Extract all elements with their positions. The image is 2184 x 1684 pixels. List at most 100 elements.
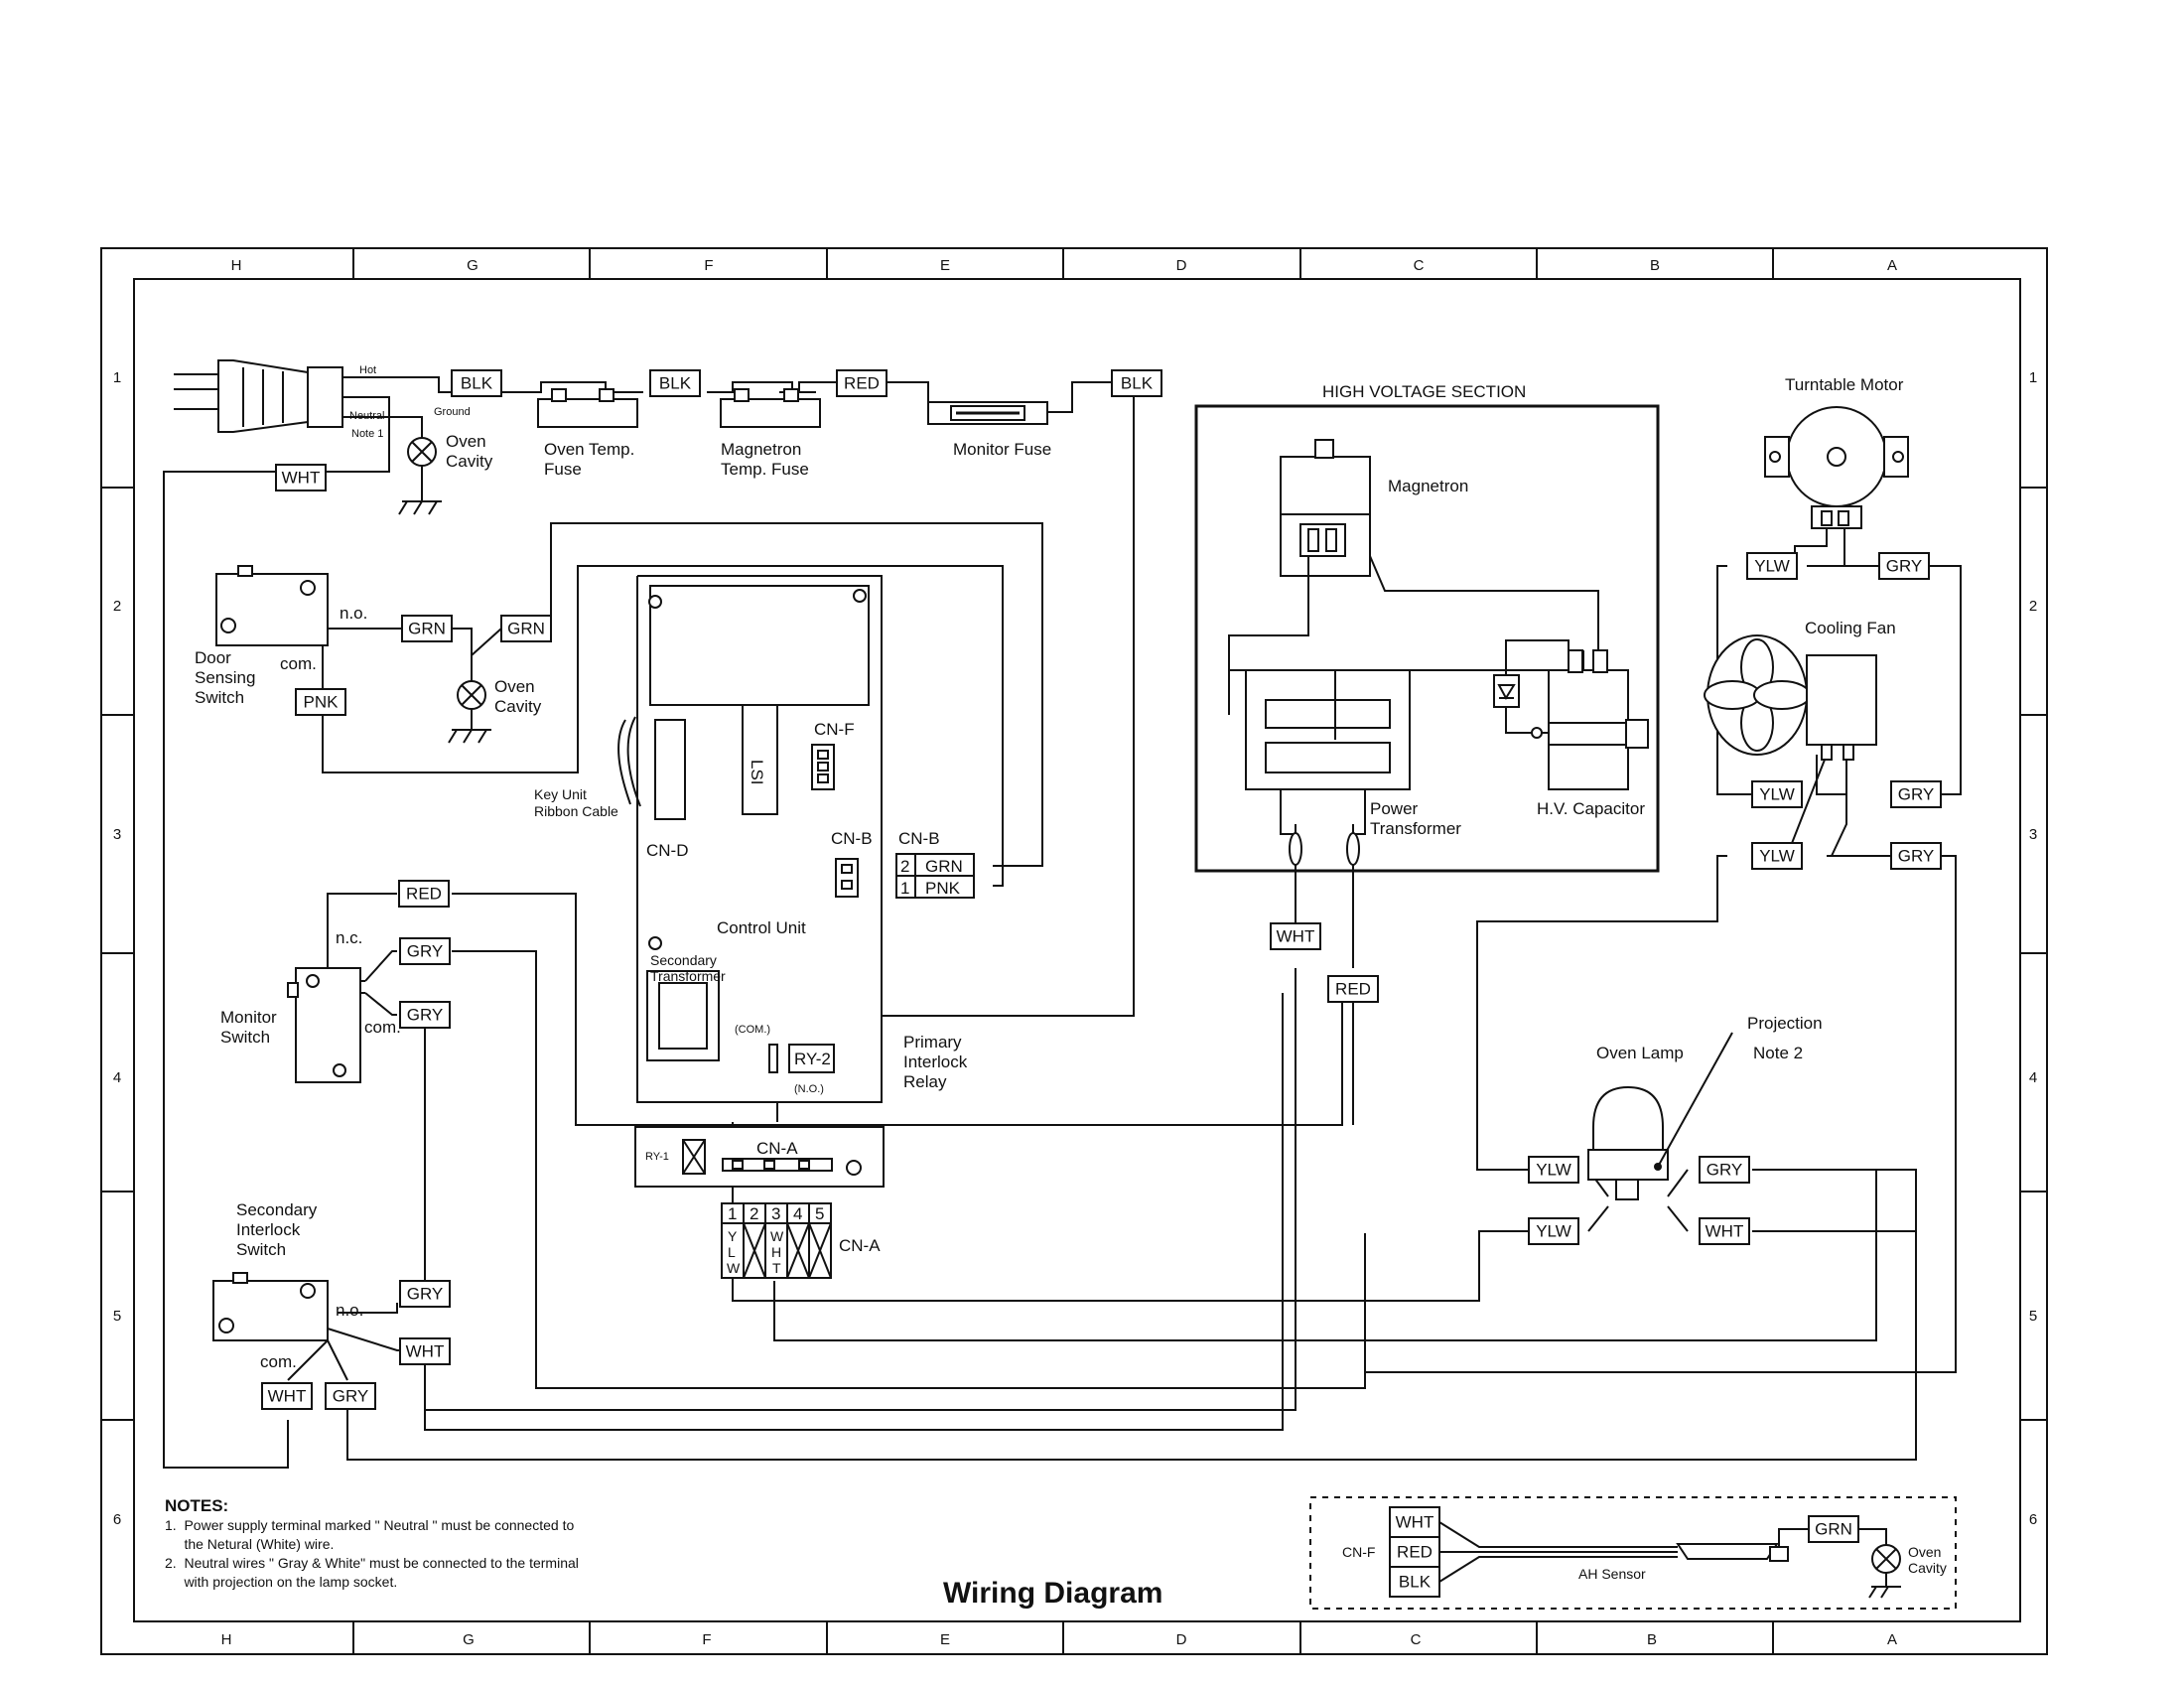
wire-gry-fan-2: GRY bbox=[1898, 847, 1935, 866]
ah-grn-wire: GRN bbox=[1815, 1520, 1852, 1539]
sec-interlock-l2: Interlock bbox=[236, 1220, 301, 1239]
zone-bottom-f: F bbox=[702, 1631, 711, 1648]
frame: H G F E D C B A H G F E D C B A 1 2 3 4 … bbox=[100, 247, 2048, 1655]
wire-pnk-door: PNK bbox=[304, 693, 340, 712]
zone-left-6: 6 bbox=[113, 1511, 121, 1528]
cn-d-label: CN-D bbox=[646, 841, 689, 860]
wire-ylw-lamp-2: YLW bbox=[1536, 1222, 1571, 1241]
wire-gry-fan-1: GRY bbox=[1898, 785, 1935, 804]
cn-a-wht-1: W bbox=[770, 1228, 784, 1244]
wire-ylw-tt: YLW bbox=[1754, 557, 1790, 576]
wire-red-hv: RED bbox=[1335, 980, 1371, 999]
cn-a-pin-5: 5 bbox=[815, 1204, 824, 1223]
oven-lamp bbox=[1587, 1032, 1733, 1200]
zone-right-5: 5 bbox=[2029, 1308, 2037, 1325]
oven-temp-fuse-l2: Fuse bbox=[544, 460, 582, 479]
cn-a-connector bbox=[721, 1202, 832, 1279]
door-switch-l2: Sensing bbox=[195, 668, 255, 687]
wire-gry-sec-com: GRY bbox=[333, 1387, 369, 1406]
cn-b-pin-1: 1 bbox=[900, 879, 909, 898]
zone-right-4: 4 bbox=[2029, 1069, 2037, 1086]
zone-top-h: H bbox=[231, 257, 242, 274]
magnetron-temp-fuse bbox=[720, 388, 821, 428]
door-sensing-switch bbox=[215, 565, 342, 646]
cn-a-pin-2: 2 bbox=[750, 1204, 758, 1223]
ah-sensor-label: AH Sensor bbox=[1578, 1566, 1646, 1582]
hv-section-label: HIGH VOLTAGE SECTION bbox=[1322, 382, 1526, 401]
wire-wht-lamp: WHT bbox=[1706, 1222, 1744, 1241]
cn-a-wht-3: T bbox=[772, 1260, 781, 1276]
notes-line-2: the Netural (White) wire. bbox=[165, 1536, 334, 1552]
notes-line-4: with projection on the lamp socket. bbox=[165, 1574, 397, 1590]
cn-a-pin-4: 4 bbox=[793, 1204, 802, 1223]
control-unit-label: Control Unit bbox=[717, 918, 806, 937]
key-unit-l1: Key Unit bbox=[534, 786, 587, 802]
oven-cavity-1-l2: Cavity bbox=[446, 452, 493, 471]
high-voltage-section bbox=[1194, 404, 1660, 873]
control-unit-board bbox=[617, 575, 885, 1188]
zone-top-b: B bbox=[1650, 257, 1660, 274]
zone-top-f: F bbox=[704, 257, 713, 274]
cn-a-ylw-3: W bbox=[727, 1260, 741, 1276]
projection-label: Projection bbox=[1747, 1014, 1823, 1033]
notes-line-1: 1. Power supply terminal marked " Neutra… bbox=[165, 1517, 574, 1533]
wire-grn-cavity: GRN bbox=[507, 620, 545, 638]
zone-bottom-e: E bbox=[940, 1631, 950, 1648]
relay-com-label: (COM.) bbox=[735, 1024, 770, 1036]
relay-no-label: (N.O.) bbox=[794, 1083, 824, 1095]
notes-heading: NOTES: bbox=[165, 1496, 228, 1515]
wire-blk-3: BLK bbox=[1121, 374, 1154, 393]
primary-interlock-l3: Relay bbox=[903, 1072, 947, 1091]
ground-label: Ground bbox=[434, 406, 471, 418]
monitor-fuse bbox=[927, 401, 1048, 425]
wire-gry-tt: GRY bbox=[1886, 557, 1923, 576]
door-switch-l3: Switch bbox=[195, 688, 244, 707]
monitor-fuse-label: Monitor Fuse bbox=[953, 440, 1051, 459]
zone-bottom-c: C bbox=[1411, 1631, 1422, 1648]
cn-a-pin-1: 1 bbox=[728, 1204, 737, 1223]
oven-temp-fuse-l1: Oven Temp. bbox=[544, 440, 634, 459]
wire-ylw-lamp-1: YLW bbox=[1536, 1161, 1571, 1180]
hv-capacitor-label: H.V. Capacitor bbox=[1537, 799, 1645, 818]
oven-lamp-label: Oven Lamp bbox=[1596, 1044, 1684, 1062]
zone-bottom-a: A bbox=[1887, 1631, 1897, 1648]
cn-b-small-label: CN-B bbox=[831, 829, 873, 848]
monitor-switch-l1: Monitor bbox=[220, 1008, 277, 1027]
cn-b-pin-1-color: PNK bbox=[925, 879, 961, 898]
zone-top-a: A bbox=[1887, 257, 1897, 274]
wire-blk-1: BLK bbox=[461, 374, 493, 393]
cn-a-ylw-2: L bbox=[728, 1244, 736, 1260]
secondary-transformer-l1: Secondary bbox=[650, 952, 717, 968]
cooling-fan bbox=[1704, 634, 1877, 761]
zone-left-3: 3 bbox=[113, 826, 121, 843]
wire-ylw-fan-2: YLW bbox=[1759, 847, 1795, 866]
wire-wht-sec-com: WHT bbox=[268, 1387, 307, 1406]
power-transformer-l2: Transformer bbox=[1370, 819, 1461, 838]
primary-interlock-l2: Interlock bbox=[903, 1052, 968, 1071]
cn-a-pin-3: 3 bbox=[771, 1204, 780, 1223]
wire-wht-supply: WHT bbox=[282, 469, 321, 488]
cn-a-board-label: CN-A bbox=[756, 1139, 798, 1158]
cn-a-label: CN-A bbox=[839, 1236, 881, 1255]
wire-grn-door: GRN bbox=[408, 620, 446, 638]
ah-oven-cavity-l1: Oven bbox=[1908, 1544, 1941, 1560]
wire-red-monitor: RED bbox=[406, 885, 442, 904]
zone-left-4: 4 bbox=[113, 1069, 121, 1086]
oven-cavity-2-l2: Cavity bbox=[494, 697, 542, 716]
cn-b-pin-2-color: GRN bbox=[925, 857, 963, 876]
zone-bottom-h: H bbox=[221, 1631, 232, 1648]
primary-interlock-l1: Primary bbox=[903, 1033, 962, 1052]
zone-top-e: E bbox=[940, 257, 950, 274]
sec-interlock-l3: Switch bbox=[236, 1240, 286, 1259]
note2-label: Note 2 bbox=[1753, 1044, 1803, 1062]
cooling-fan-label: Cooling Fan bbox=[1805, 619, 1896, 637]
oven-temp-fuse bbox=[537, 388, 638, 428]
secondary-interlock-switch bbox=[212, 1272, 329, 1341]
cn-a-wht-2: H bbox=[771, 1244, 781, 1260]
ah-sensor-inset bbox=[1309, 1496, 1957, 1610]
wire-gry-monitor-1: GRY bbox=[407, 942, 444, 961]
zone-right-6: 6 bbox=[2029, 1511, 2037, 1528]
wire-wht-hv: WHT bbox=[1277, 927, 1315, 946]
zone-right-3: 3 bbox=[2029, 826, 2037, 843]
monitor-switch-com: com. bbox=[364, 1018, 401, 1037]
